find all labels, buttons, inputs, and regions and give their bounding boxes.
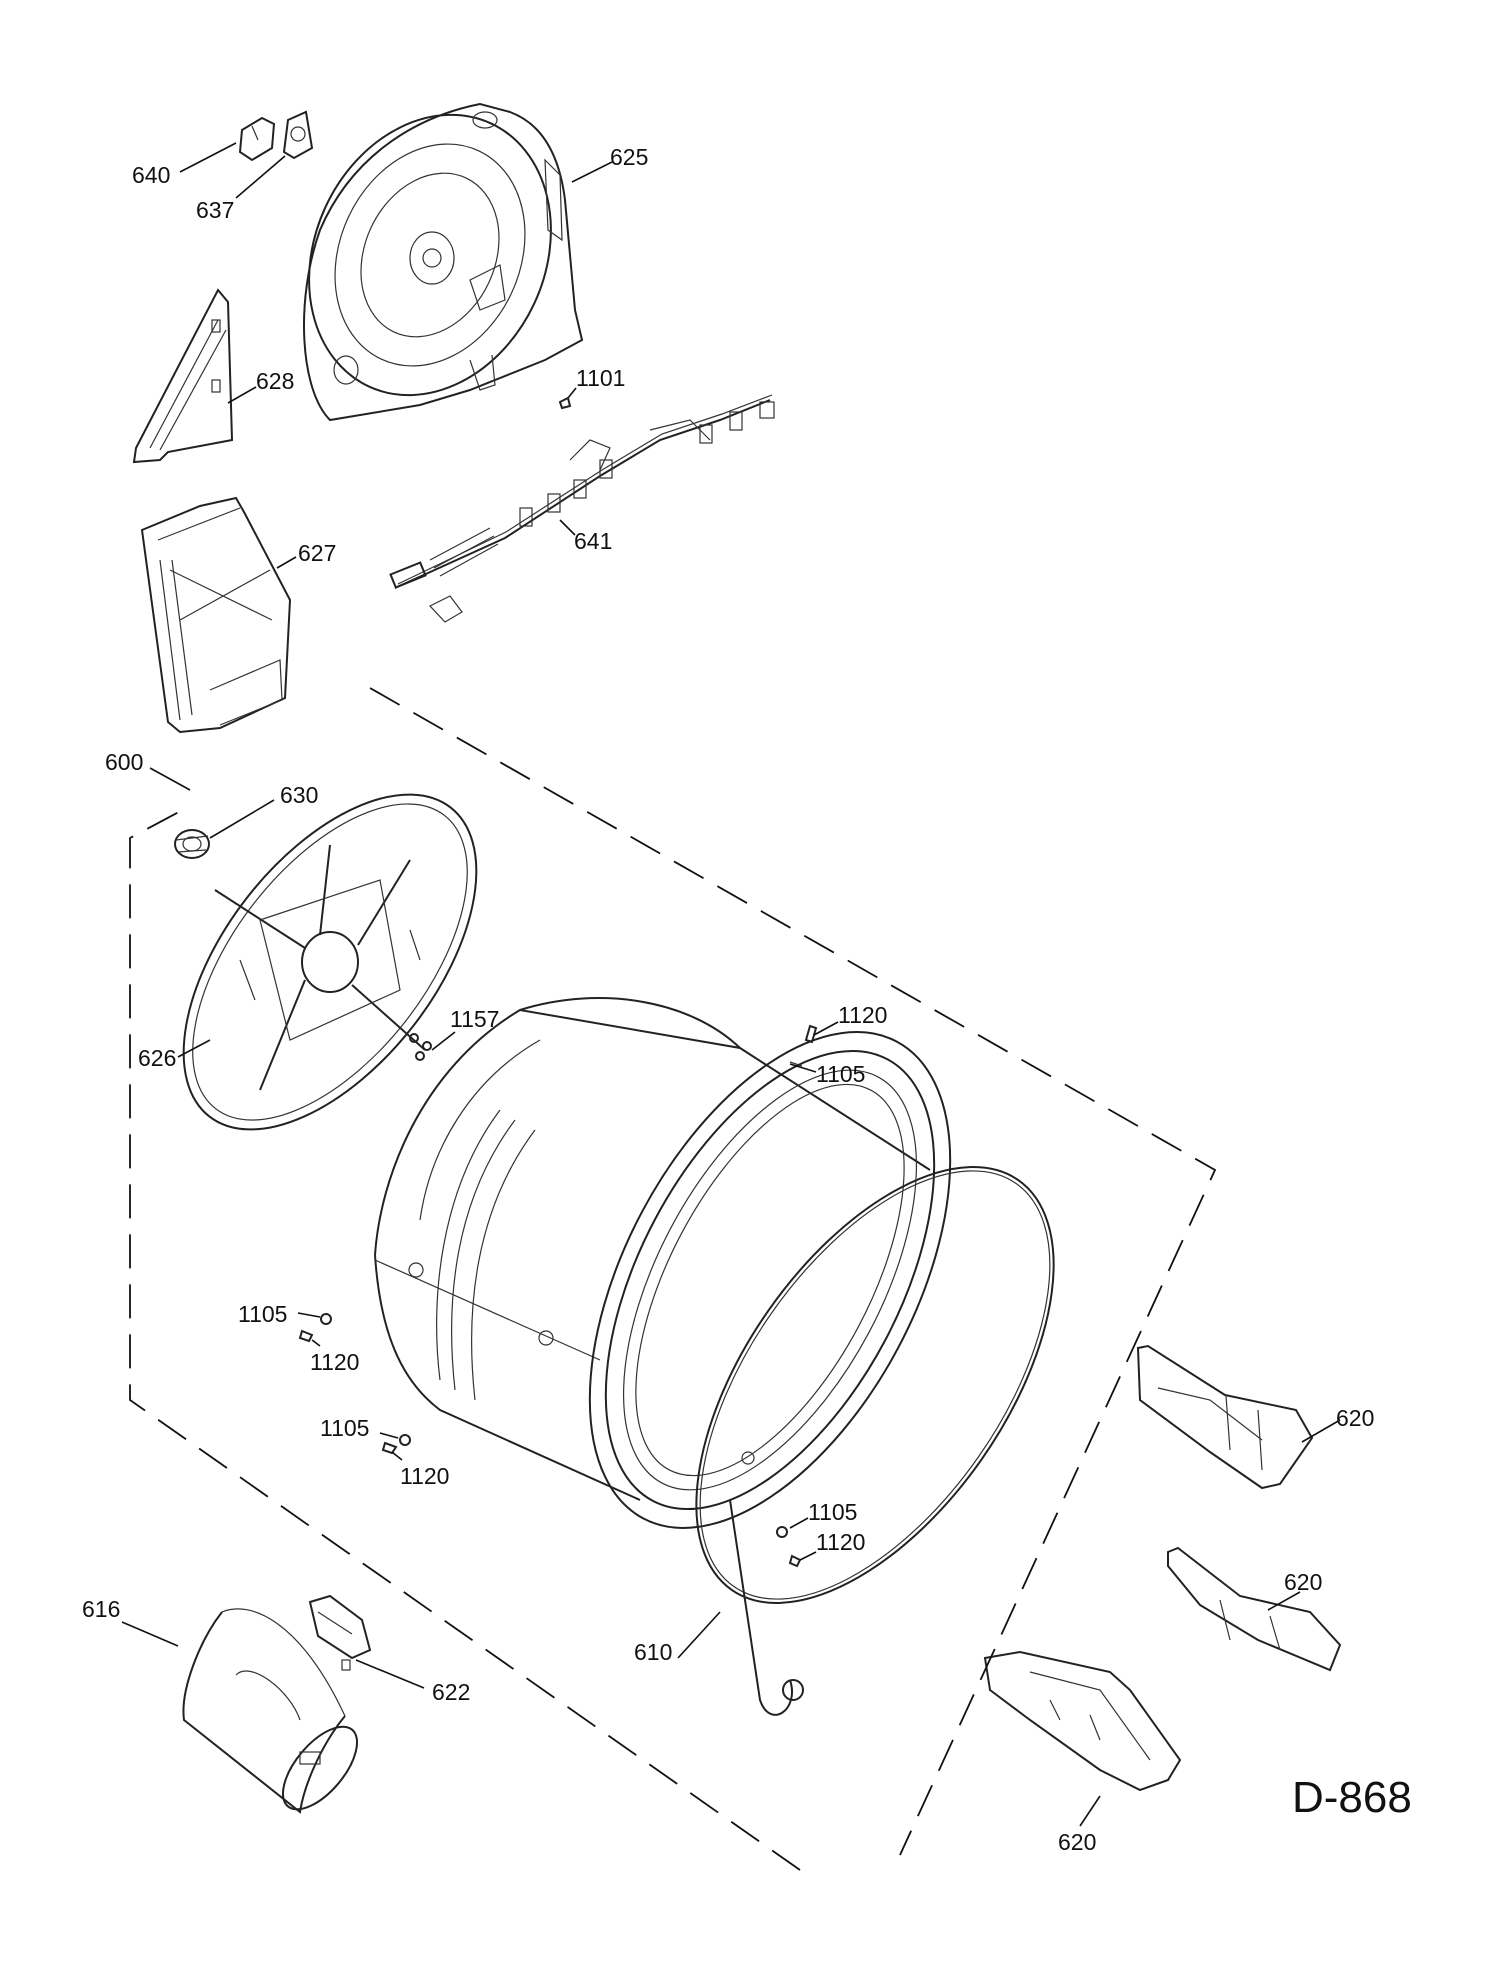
callout-1101: 1101 bbox=[576, 365, 625, 391]
callout-622: 622 bbox=[432, 1679, 470, 1705]
callout-620-b: 620 bbox=[1284, 1569, 1322, 1595]
callout-628: 628 bbox=[256, 368, 294, 394]
callout-labels: 640 637 625 628 1101 627 641 600 630 115… bbox=[82, 144, 1374, 1855]
callout-1120-mid: 1120 bbox=[400, 1463, 449, 1489]
callout-1157: 1157 bbox=[450, 1006, 499, 1032]
callout-620-a: 620 bbox=[1336, 1405, 1374, 1431]
callout-640: 640 bbox=[132, 162, 170, 188]
diagram-code: D-868 bbox=[1292, 1773, 1412, 1822]
callout-620-c: 620 bbox=[1058, 1829, 1096, 1855]
part-625-rear-bulkhead bbox=[303, 102, 584, 422]
callout-627: 627 bbox=[298, 540, 336, 566]
part-610-drum-belt bbox=[695, 1166, 1055, 1716]
part-616-heater bbox=[182, 1608, 359, 1814]
part-620-glide-b bbox=[1167, 1546, 1342, 1672]
part-630-hub bbox=[174, 829, 210, 859]
part-drum bbox=[374, 997, 952, 1529]
part-1101-screw bbox=[558, 396, 572, 410]
part-620-glide-c bbox=[983, 1650, 1182, 1792]
part-626-rear-baffle bbox=[182, 793, 478, 1131]
part-627-duct-housing bbox=[140, 496, 292, 734]
part-637-plate bbox=[282, 110, 314, 160]
callout-1105-right: 1105 bbox=[808, 1499, 857, 1525]
leader-lines bbox=[121, 142, 1341, 1827]
part-640-bracket bbox=[238, 116, 276, 162]
callout-1105-left: 1105 bbox=[238, 1301, 287, 1327]
callout-641: 641 bbox=[574, 528, 612, 554]
callout-626: 626 bbox=[138, 1045, 176, 1071]
part-fasteners-left bbox=[298, 1313, 332, 1343]
callout-625: 625 bbox=[610, 144, 648, 170]
part-622-thermostat bbox=[308, 1594, 372, 1671]
callout-1105-mid: 1105 bbox=[320, 1415, 369, 1441]
callout-630: 630 bbox=[280, 782, 318, 808]
part-628-side-bracket bbox=[132, 288, 234, 464]
callout-1105-top: 1105 bbox=[816, 1061, 865, 1087]
callout-1120-left: 1120 bbox=[310, 1349, 359, 1375]
callout-637: 637 bbox=[196, 197, 234, 223]
callout-1120-top: 1120 bbox=[838, 1002, 887, 1028]
part-620-glide-a bbox=[1136, 1344, 1314, 1490]
assembly-600-outline bbox=[129, 687, 1217, 1871]
part-fasteners-right bbox=[776, 1526, 802, 1568]
callout-616: 616 bbox=[82, 1596, 120, 1622]
callout-600: 600 bbox=[105, 749, 143, 775]
part-641-wire-harness bbox=[389, 394, 775, 623]
callout-1120-right: 1120 bbox=[816, 1529, 865, 1555]
callout-610: 610 bbox=[634, 1639, 672, 1665]
part-1157-screws bbox=[409, 1033, 432, 1061]
